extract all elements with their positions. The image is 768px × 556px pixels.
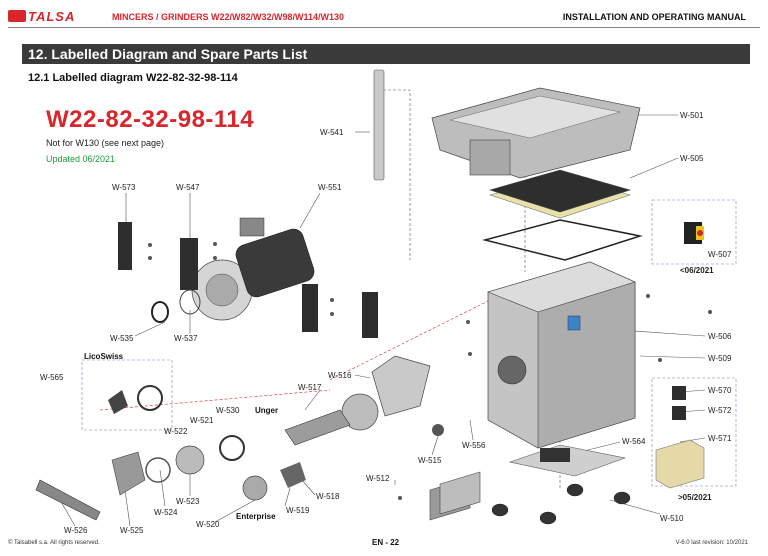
label-w551: W-551	[318, 183, 342, 192]
label-w572: W-572	[708, 406, 732, 415]
label-w521: W-521	[190, 416, 214, 425]
label-w526: W-526	[64, 526, 88, 535]
header-manual-title: INSTALLATION AND OPERATING MANUAL	[562, 12, 746, 22]
talsa-logo-mark	[8, 10, 26, 22]
label-w565: W-565	[40, 373, 64, 382]
label-w510: W-510	[660, 514, 684, 523]
label-w507: W-507	[708, 250, 732, 259]
label-w520: W-520	[196, 520, 220, 529]
talsa-logo: TALSA	[28, 9, 76, 24]
label-w571: W-571	[708, 434, 732, 443]
label-w518: W-518	[316, 492, 340, 501]
label-w573: W-573	[112, 183, 136, 192]
label-w505: W-505	[680, 154, 704, 163]
updated-note: Updated 06/2021	[46, 154, 116, 164]
label-w547: W-547	[176, 183, 200, 192]
model-heading: W22-82-32-98-114	[46, 106, 255, 133]
label-w516: W-516	[328, 371, 352, 380]
subsection-title: 12.1 Labelled diagram W22-82-32-98-114	[28, 72, 238, 84]
label-w541: W-541	[320, 128, 344, 137]
footer-page-number: EN - 22	[372, 538, 400, 547]
label-w570: W-570	[708, 386, 732, 395]
label-w501: W-501	[680, 111, 704, 120]
label-w512: W-512	[366, 474, 390, 483]
model-note: Not for W130 (see next page)	[46, 138, 165, 148]
section-title: 12. Labelled Diagram and Spare Parts Lis…	[22, 44, 750, 64]
label-w525: W-525	[120, 526, 144, 535]
footer-copyright: © Talsabell s.a. All rights reserved.	[8, 540, 100, 546]
brand-licoswiss: LicoSwiss	[84, 352, 124, 361]
header-divider	[8, 27, 760, 28]
page-header: TALSA MINCERS / GRINDERS W22/W82/W32/W98…	[0, 0, 768, 28]
label-date-after-052021: >05/2021	[678, 493, 712, 502]
label-w523: W-523	[176, 497, 200, 506]
label-w509: W-509	[708, 354, 732, 363]
label-w537: W-537	[174, 334, 198, 343]
label-w556: W-556	[462, 441, 486, 450]
label-w515: W-515	[418, 456, 442, 465]
label-w522: W-522	[164, 427, 188, 436]
label-w519: W-519	[286, 506, 310, 515]
brand-unger: Unger	[255, 406, 279, 415]
brand-enterprise: Enterprise	[236, 512, 276, 521]
label-w506: W-506	[708, 332, 732, 341]
footer-version: V-6.0 last revision: 10/2021	[675, 540, 748, 546]
header-subtitle: MINCERS / GRINDERS W22/W82/W32/W98/W114/…	[112, 12, 345, 22]
label-w564: W-564	[622, 437, 646, 446]
label-w535: W-535	[110, 334, 134, 343]
label-w530: W-530	[216, 406, 240, 415]
label-w524: W-524	[154, 508, 178, 517]
label-w517: W-517	[298, 383, 322, 392]
label-date-before-062021: <06/2021	[680, 266, 714, 275]
